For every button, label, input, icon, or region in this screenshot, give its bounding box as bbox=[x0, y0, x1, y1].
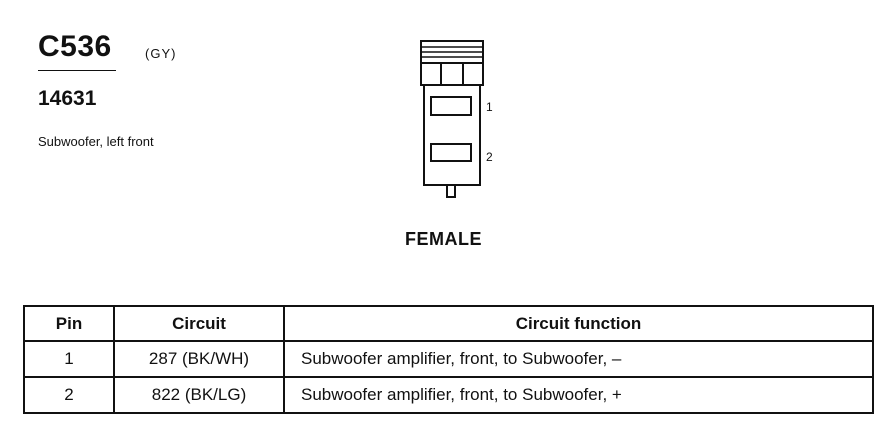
connector-tab bbox=[446, 184, 456, 198]
pin-table: Pin Circuit Circuit function 1 287 (BK/W… bbox=[23, 305, 874, 414]
pin-cavity-2 bbox=[430, 143, 472, 162]
connector-latch bbox=[420, 62, 484, 86]
cell-circuit: 822 (BK/LG) bbox=[113, 376, 285, 414]
cell-pin: 2 bbox=[23, 376, 115, 414]
column-header-circuit: Circuit bbox=[113, 305, 285, 342]
title-underline bbox=[38, 70, 116, 71]
table-row: 2 822 (BK/LG) Subwoofer amplifier, front… bbox=[23, 376, 874, 414]
column-header-pin: Pin bbox=[23, 305, 115, 342]
column-header-function: Circuit function bbox=[283, 305, 874, 342]
cell-pin: 1 bbox=[23, 340, 115, 378]
pin-label-1: 1 bbox=[486, 100, 493, 114]
cell-function: Subwoofer amplifier, front, to Subwoofer… bbox=[283, 340, 874, 378]
connector-gender: FEMALE bbox=[405, 229, 482, 249]
connector-diagram: 1 2 bbox=[420, 40, 493, 198]
table-header-row: Pin Circuit Circuit function bbox=[23, 305, 874, 342]
part-number: 14631 bbox=[38, 87, 97, 110]
pin-label-2: 2 bbox=[486, 150, 493, 164]
table-row: 1 287 (BK/WH) Subwoofer amplifier, front… bbox=[23, 340, 874, 378]
cell-circuit: 287 (BK/WH) bbox=[113, 340, 285, 378]
connector-description: Subwoofer, left front bbox=[38, 134, 154, 149]
pin-cavity-1 bbox=[430, 96, 472, 116]
cell-function: Subwoofer amplifier, front, to Subwoofer… bbox=[283, 376, 874, 414]
connector-id: C536 bbox=[38, 30, 112, 63]
connector-color-code: (GY) bbox=[145, 46, 177, 61]
